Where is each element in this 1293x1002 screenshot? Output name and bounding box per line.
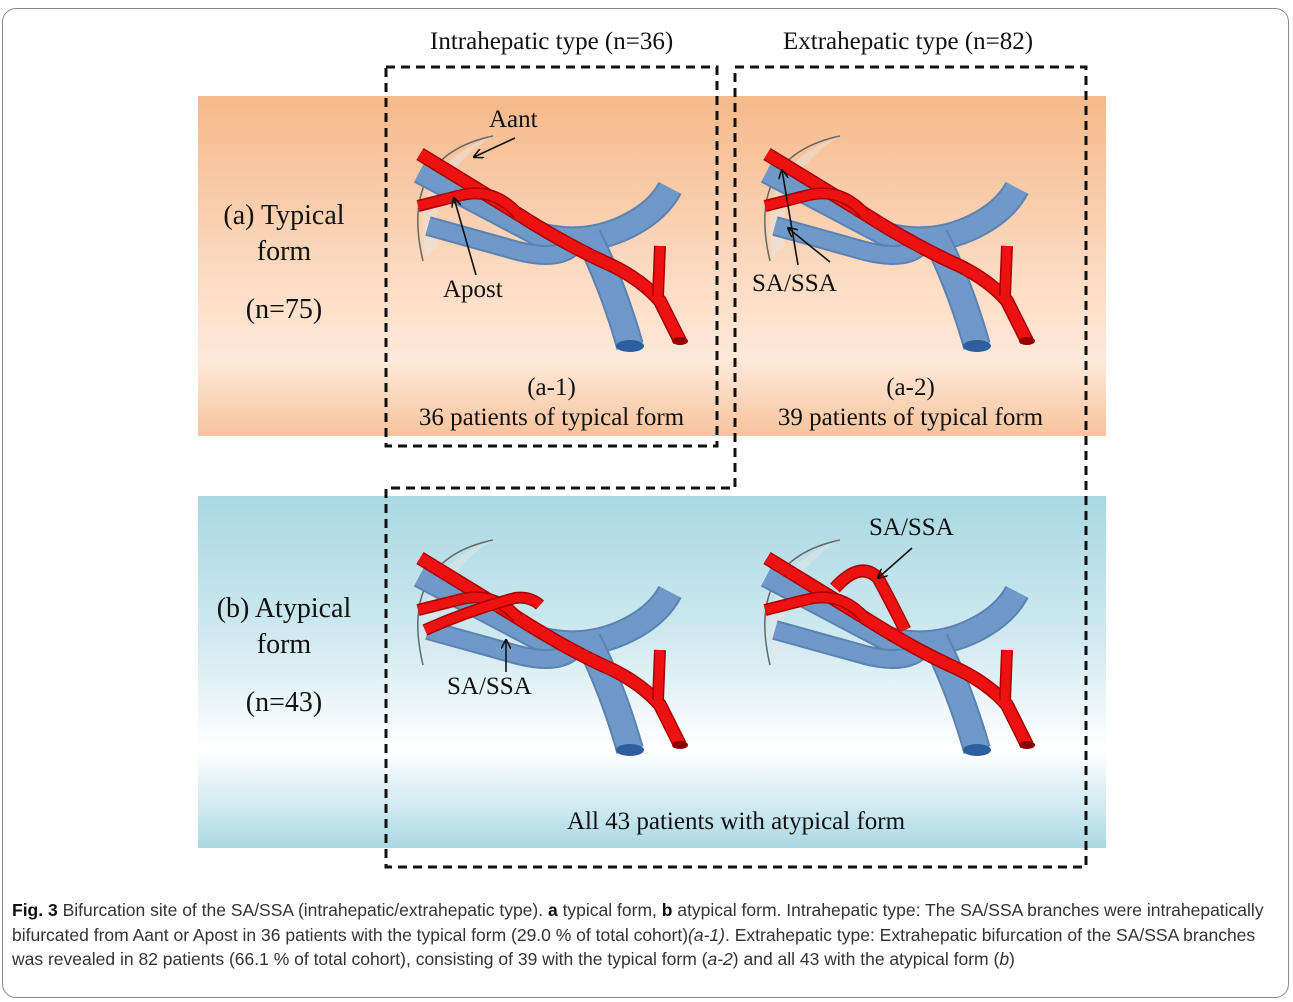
intrahepatic-header: Intrahepatic type (n=36): [430, 28, 674, 55]
row-b-label-line1: (b) Atypical: [216, 593, 352, 624]
row-a-count: (n=75): [245, 294, 323, 325]
panel-a2-desc: 39 patients of typical form: [777, 404, 1044, 431]
b1-sa-ssa-label: SA/SSA: [447, 673, 532, 700]
figure-frame: [2, 8, 1289, 998]
extrahepatic-header: Extrahepatic type (n=82): [783, 28, 1034, 55]
row-b-label-line2: form: [256, 629, 312, 660]
panel-a1-desc: 36 patients of typical form: [418, 404, 685, 431]
caption-label: Fig. 3: [12, 900, 58, 920]
row-a-label-line1: (a) Typical: [223, 200, 345, 231]
atypical-all-text: All 43 patients with atypical form: [566, 808, 906, 835]
apost-label: Apost: [443, 276, 503, 303]
panel-a2-id: (a-2): [886, 374, 935, 401]
row-b-count: (n=43): [245, 687, 323, 718]
a2-sa-ssa-label: SA/SSA: [752, 270, 837, 297]
b2-sa-ssa-label: SA/SSA: [869, 514, 954, 541]
panel-a1-id: (a-1): [527, 374, 576, 401]
row-a-label-line2: form: [256, 236, 312, 267]
aant-label: Aant: [489, 106, 538, 133]
figure-caption: Fig. 3 Bifurcation site of the SA/SSA (i…: [12, 900, 1264, 969]
